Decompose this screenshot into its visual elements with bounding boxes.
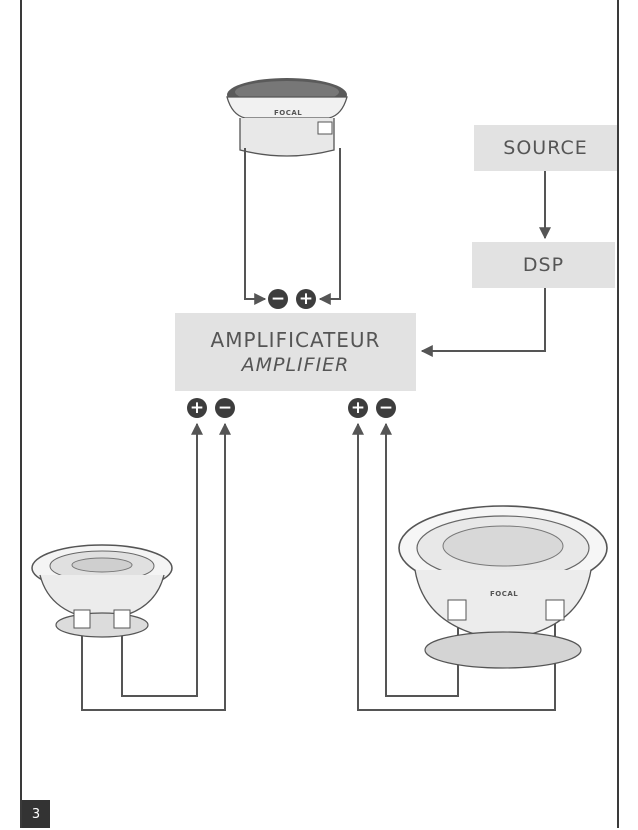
page-number: 3 [22,800,50,828]
right-woofer-magnet [424,631,582,669]
left-woofer-dustcap [71,557,133,573]
source-box: SOURCE [474,125,617,171]
right-output-negative-terminal: − [376,398,396,418]
left-woofer-terminal-a [73,609,91,629]
left-output-negative-terminal: − [215,398,235,418]
right-woofer-cone [442,525,564,567]
left-output-positive-terminal: + [187,398,207,418]
left-woofer-wire-positive [121,422,203,697]
amplifier-label-en: AMPLIFIER [241,354,350,376]
right-woofer-brand-label: FOCAL [490,590,518,598]
left-woofer-magnet [55,612,149,638]
right-woofer-speaker: FOCAL [398,505,608,669]
right-woofer-terminal-b [545,599,565,621]
dsp-box: DSP [472,242,615,288]
tweeter-negative-terminal: − [268,289,288,309]
tweeter-body [239,118,335,157]
right-woofer-basket [414,569,592,641]
tweeter-positive-terminal: + [296,289,316,309]
source-label: SOURCE [503,137,588,159]
tweeter-connector [317,121,333,135]
amplifier-label-fr: AMPLIFICATEUR [210,328,381,352]
tweeter-speaker: FOCAL [226,78,348,157]
right-output-positive-terminal: + [348,398,368,418]
page-border-right [617,0,619,828]
dsp-label: DSP [522,254,565,276]
left-woofer-speaker [31,544,173,638]
left-woofer-wire-negative [81,422,231,711]
dsp-to-amp-arrow [420,288,546,357]
page-border-left [20,0,22,828]
tweeter-wire-positive [318,148,341,305]
amplifier-box: AMPLIFICATEUR AMPLIFIER [175,313,416,391]
tweeter-brand-label: FOCAL [274,109,302,117]
left-woofer-terminal-b [113,609,131,629]
right-woofer-terminal-a [447,599,467,621]
tweeter-wire-negative [244,148,267,305]
